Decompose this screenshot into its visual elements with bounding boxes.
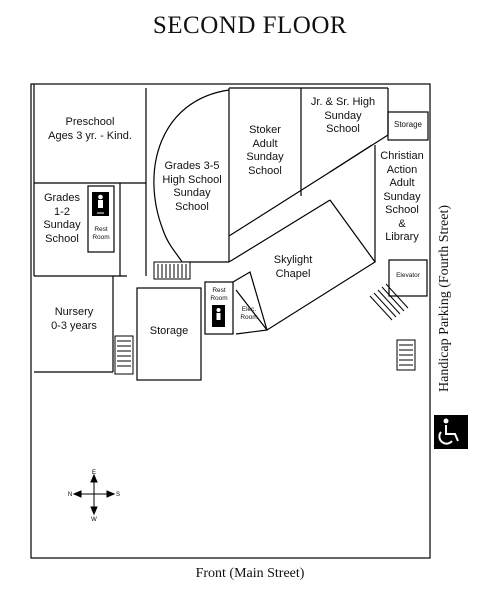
room-restroom-2: Rest Room [205,287,233,302]
room-label: High School [162,173,222,186]
room-label: Preschool [65,116,115,128]
wall-chapel [235,199,376,331]
room-label: Sunday [173,187,211,199]
room-restroom-1: Rest Room [88,226,114,241]
room-stoker: Stoker Adult Sunday School [232,124,298,178]
room-label: Christian [380,150,424,162]
restroom-icon [212,305,225,327]
compass-label-right: S [116,492,120,498]
room-label: Chapel [275,267,311,280]
room-label: Skylight [273,254,313,266]
room-nursery: Nursery 0-3 years [36,306,112,333]
room-label: Elec. [241,306,257,313]
room-label: Library [385,231,419,243]
room-label: School [248,164,282,177]
storage-outline [136,287,202,381]
restroom-icon [92,192,109,216]
room-label: Nursery [54,306,94,318]
stairs-east-diagonal [369,283,409,321]
room-label: Action [386,163,418,176]
storage-small-outline [387,111,429,141]
room-preschool: Preschool Ages 3 yr. - Kind. [40,116,140,143]
elevator-outline [388,259,428,297]
handicap-icon [434,415,468,449]
room-label: Elevator [396,272,420,279]
stairs-east [396,339,416,371]
compass-label-left: N [68,492,72,498]
room-label: Sunday [43,219,81,231]
room-label: Grades 3-5 [164,160,220,172]
room-storage: Storage [137,325,201,339]
wall-chapel-lower [228,199,331,263]
room-label: Sunday [383,190,421,203]
room-elevator: Elevator [389,272,427,280]
room-label: School [175,200,209,213]
room-label: & [398,217,406,230]
building-outline [30,83,431,559]
room-label: School [45,232,79,245]
stairs-north [153,261,191,280]
room-label: Storage [393,120,423,129]
compass-icon [72,473,116,516]
side-street-text: Handicap Parking (Fourth Street) [437,204,452,392]
room-label: Storage [149,325,189,337]
room-label: Rest [94,226,108,233]
room-label: Room [240,313,258,321]
room-skylight-chapel: Skylight Chapel [262,254,324,281]
room-label: Sunday [246,151,284,163]
room-label: Sunday [324,109,362,122]
room-label: 1-2 [54,205,70,218]
room-label: Adult [252,137,278,150]
room-label: Room [92,233,110,241]
wall-grades35-curve [153,89,230,263]
restroom-1-outline [87,185,115,253]
room-label: School [326,123,360,135]
room-label: Rest [212,287,226,294]
room-label: School [385,204,419,216]
room-label: Adult [389,177,415,189]
room-label: Room [210,294,228,302]
room-grades-3-5: Grades 3-5 High School Sunday School [156,160,228,214]
room-elec: Elec. Room [236,306,262,321]
restroom-2-outline [204,281,234,335]
room-storage-small: Storage [388,120,428,130]
room-label: Jr. & Sr. High [310,96,376,108]
wall-chapel-upper [228,144,373,237]
front-street-label: Front (Main Street) [195,566,305,581]
room-jr-sr-high: Jr. & Sr. High Sunday School [302,96,384,137]
room-label: Stoker [249,124,281,136]
room-grades-1-2: Grades 1-2 Sunday School [36,192,88,246]
room-label: Ages 3 yr. - Kind. [48,129,132,142]
compass-label-top: E [92,470,96,476]
compass-label-bottom: W [91,517,97,523]
map-title: SECOND FLOOR [152,12,348,39]
stairs-nursery [114,335,134,375]
room-christian-action: Christian Action Adult Sunday School & L… [376,150,428,245]
room-label: 0-3 years [51,319,97,332]
room-label: Grades [43,192,81,204]
wall-elec [232,271,268,335]
